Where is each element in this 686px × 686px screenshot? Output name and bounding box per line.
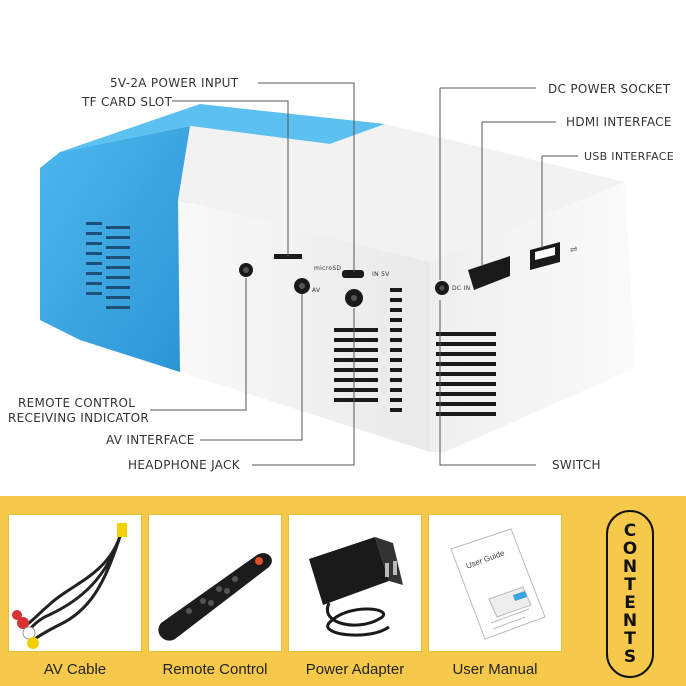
caption-power-adapter: Power Adapter (305, 661, 405, 678)
contents-letter: T (624, 629, 636, 649)
micro-usb-power-input (342, 270, 364, 278)
contents-letter: T (624, 575, 636, 595)
user-manual-image (450, 528, 546, 640)
hdmi-port (468, 256, 510, 290)
caption-user-manual: User Manual (452, 661, 538, 678)
contents-letter: S (623, 647, 637, 667)
tf-card-slot (274, 254, 302, 259)
remote-control-image (158, 553, 272, 641)
projector-white-top (178, 124, 625, 262)
contents-letter: O (622, 539, 638, 559)
power-adapter-image (309, 537, 403, 637)
callout-power-input: 5V-2A POWER INPUT (110, 76, 239, 90)
av-cable-image (12, 523, 127, 649)
projector-blue-top (60, 104, 385, 152)
callout-usb-interface: USB INTERFACE (584, 150, 675, 163)
dc-in-label: DC IN (452, 285, 471, 292)
contents-letter: E (624, 593, 636, 613)
contents-item-user-manual: User Guide (428, 514, 562, 652)
callout-remote-line2: RECEIVING INDICATOR (8, 411, 150, 425)
contents-item-power-adapter (288, 514, 422, 652)
callout-hdmi-interface: HDMI INTERFACE (566, 115, 672, 129)
product-view: ⇌ microSD AV IN 5V DC IN 5V-2A POWER INP… (8, 76, 675, 472)
contents-item-remote-control (148, 514, 282, 652)
caption-av-cable: AV Cable (43, 661, 107, 678)
contents-letter: C (623, 521, 637, 541)
contents-letter: N (622, 557, 638, 577)
projector-illustration: ⇌ (40, 82, 635, 466)
callout-switch: SWITCH (552, 458, 601, 472)
contents-letter: N (622, 611, 638, 631)
caption-remote-control: Remote Control (162, 661, 268, 678)
callout-tf-card-slot: TF CARD SLOT (82, 95, 173, 109)
contents-item-av-cable (8, 514, 142, 652)
callout-remote-line1: REMOTE CONTROL (18, 396, 136, 410)
svg-text:⇌: ⇌ (570, 245, 578, 255)
contents-badge: C O N T E N T S (606, 510, 654, 678)
callout-av-interface: AV INTERFACE (106, 433, 195, 447)
callout-headphone-jack: HEADPHONE JACK (128, 458, 240, 472)
microsd-label: microSD (314, 265, 342, 272)
in5v-label: IN 5V (372, 271, 390, 278)
contents-panel: AV Cable Remote Control Power Adapter Us… (0, 496, 686, 686)
av-port-label: AV (312, 287, 321, 294)
callout-dc-power-socket: DC POWER SOCKET (548, 82, 671, 96)
